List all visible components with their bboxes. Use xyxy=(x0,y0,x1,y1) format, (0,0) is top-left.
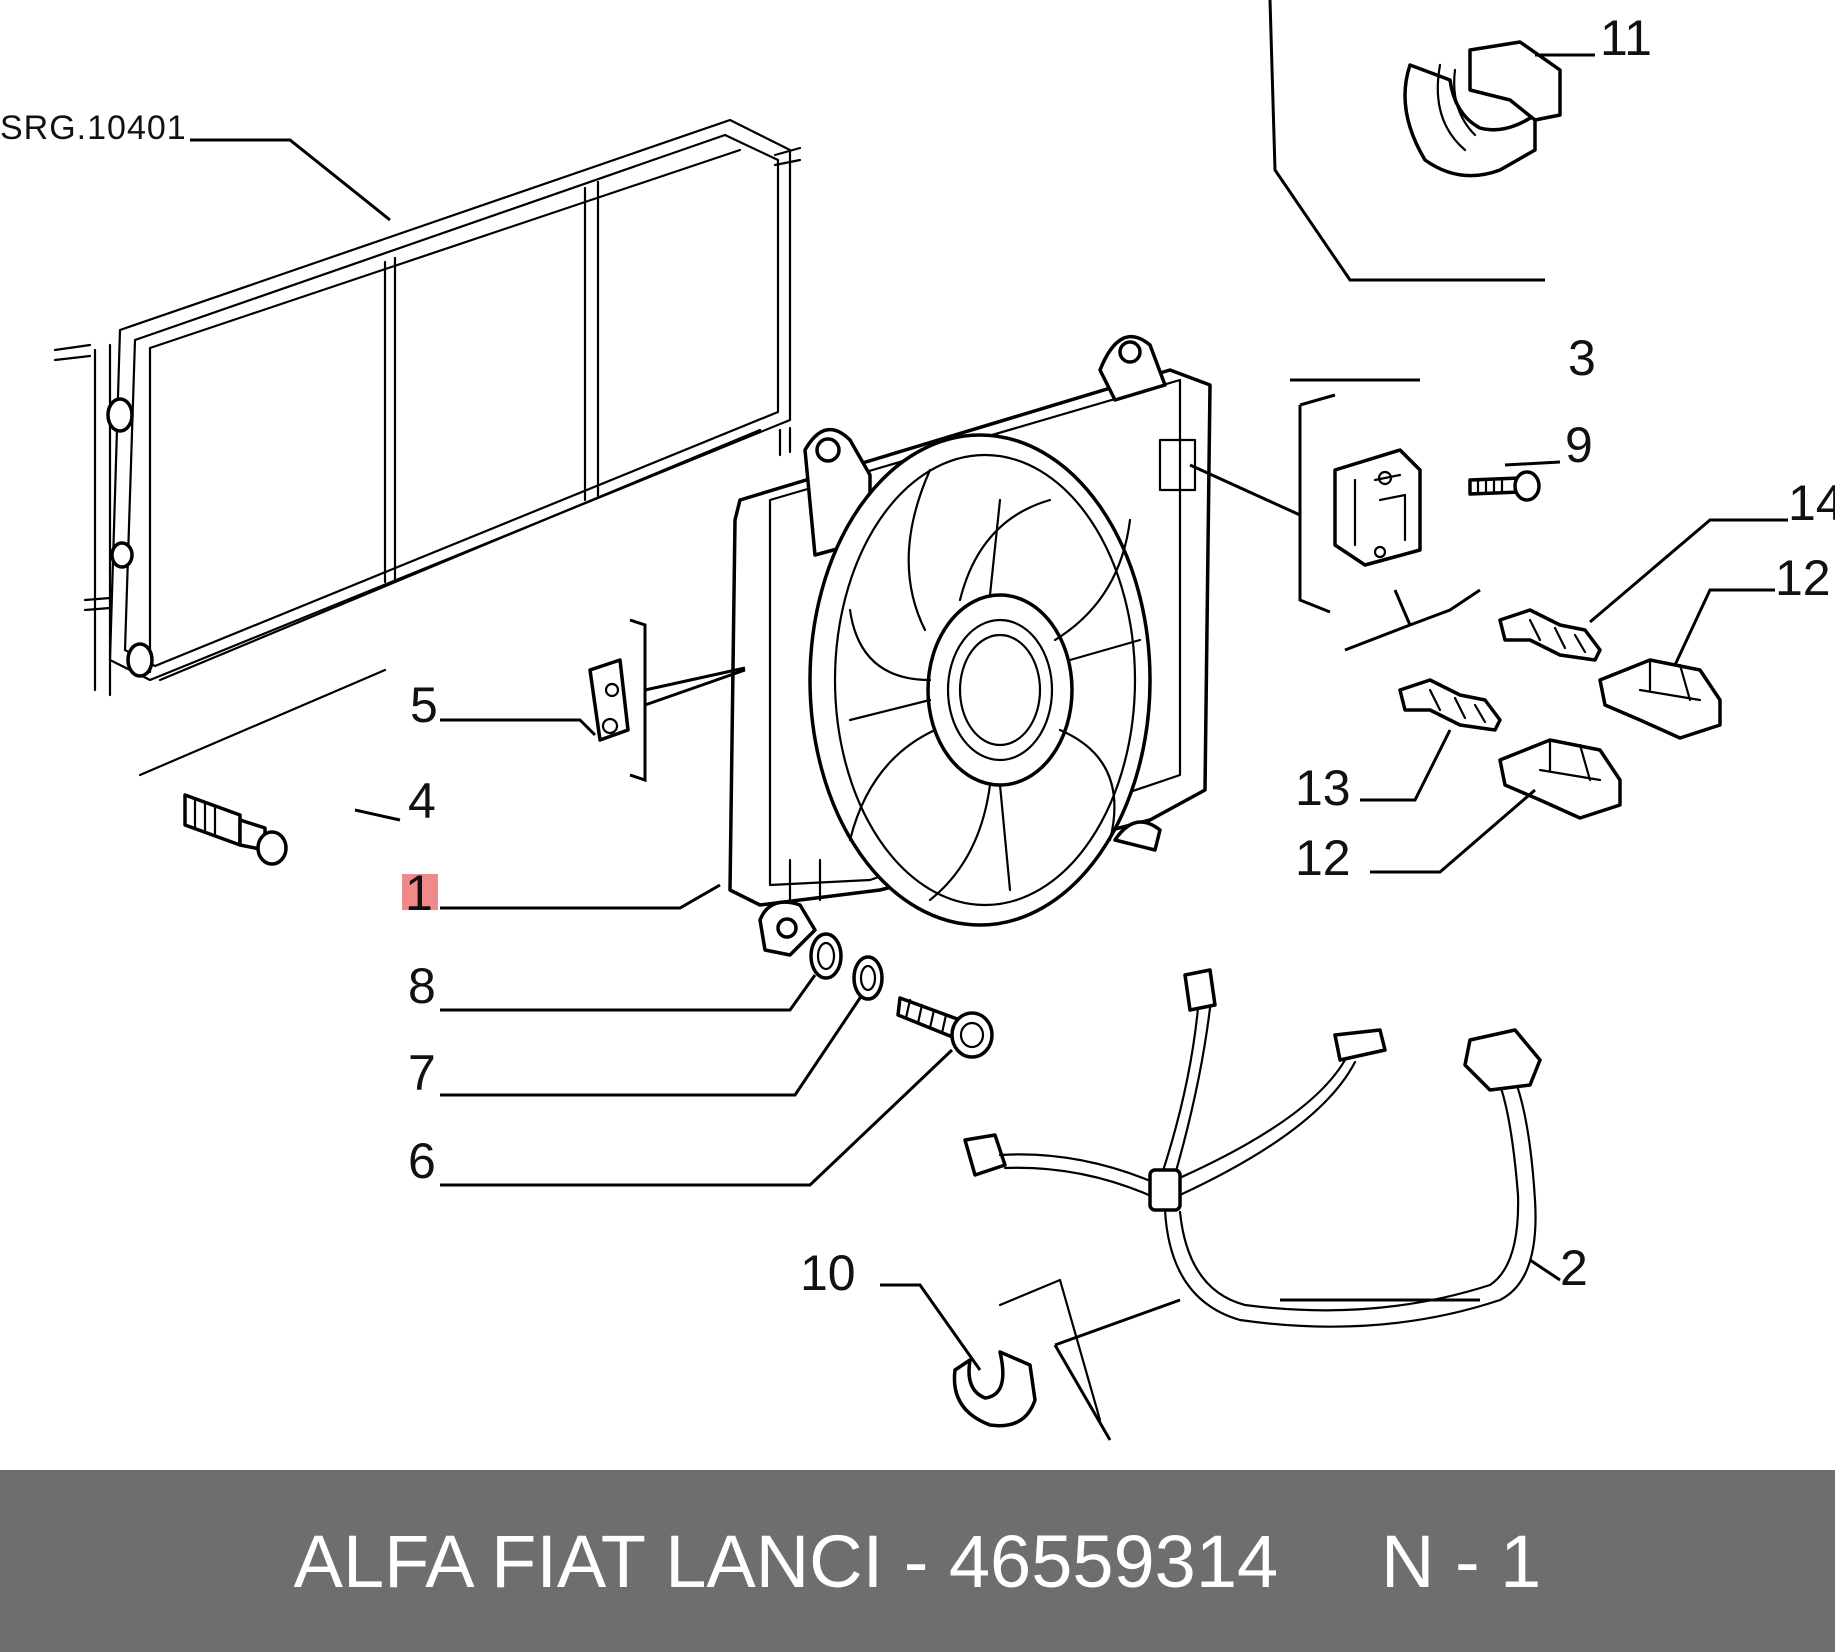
callout-8: 8 xyxy=(408,958,436,1014)
callout-5: 5 xyxy=(410,677,438,733)
footer-banner: ALFA FIAT LANCI - 46559314 N - 1 xyxy=(0,1470,1835,1652)
parts-diagram: SRG.10401 1 2 3 4 5 6 7 8 9 10 11 12 12 … xyxy=(0,0,1835,1441)
callout-9: 9 xyxy=(1565,417,1593,473)
callout-highlight xyxy=(402,874,438,910)
connector-part-12-lower xyxy=(1498,738,1622,820)
temperature-switch-part-4 xyxy=(138,668,387,866)
washer-part-7 xyxy=(852,955,884,1001)
terminal-part-14 xyxy=(1498,608,1602,662)
callout-7: 7 xyxy=(408,1045,436,1101)
connector-part-12-upper xyxy=(1598,658,1722,740)
callout-12-lower: 12 xyxy=(1295,830,1351,886)
callout-10: 10 xyxy=(800,1245,856,1301)
callout-2: 2 xyxy=(1560,1240,1588,1296)
screw-part-9 xyxy=(1468,470,1541,502)
callout-11: 11 xyxy=(1600,10,1652,66)
callout-14: 14 xyxy=(1788,475,1835,531)
washer-part-8 xyxy=(809,932,843,980)
resistor-part-3 xyxy=(1189,393,1481,652)
leader-lines xyxy=(190,53,1788,1371)
wiring-harness-part-2 xyxy=(963,968,1542,1328)
fan-wheel xyxy=(808,433,1152,927)
callout-1: 1 xyxy=(405,865,433,921)
callout-6: 6 xyxy=(408,1133,436,1189)
bolt-part-6 xyxy=(896,996,994,1059)
bracket-part-5 xyxy=(588,618,746,783)
callout-13: 13 xyxy=(1295,760,1351,816)
cable-clip-part-10 xyxy=(952,1278,1181,1441)
footer-part-number-text: ALFA FIAT LANCI - 46559314 N - 1 xyxy=(293,1519,1542,1603)
callout-4: 4 xyxy=(408,773,436,829)
callout-12-upper: 12 xyxy=(1775,550,1831,606)
radiator xyxy=(53,118,802,697)
clip-part-11 xyxy=(1268,0,1562,282)
reference-code-label: SRG.10401 xyxy=(0,109,187,147)
callout-3: 3 xyxy=(1568,330,1596,386)
terminal-part-13 xyxy=(1398,678,1502,732)
